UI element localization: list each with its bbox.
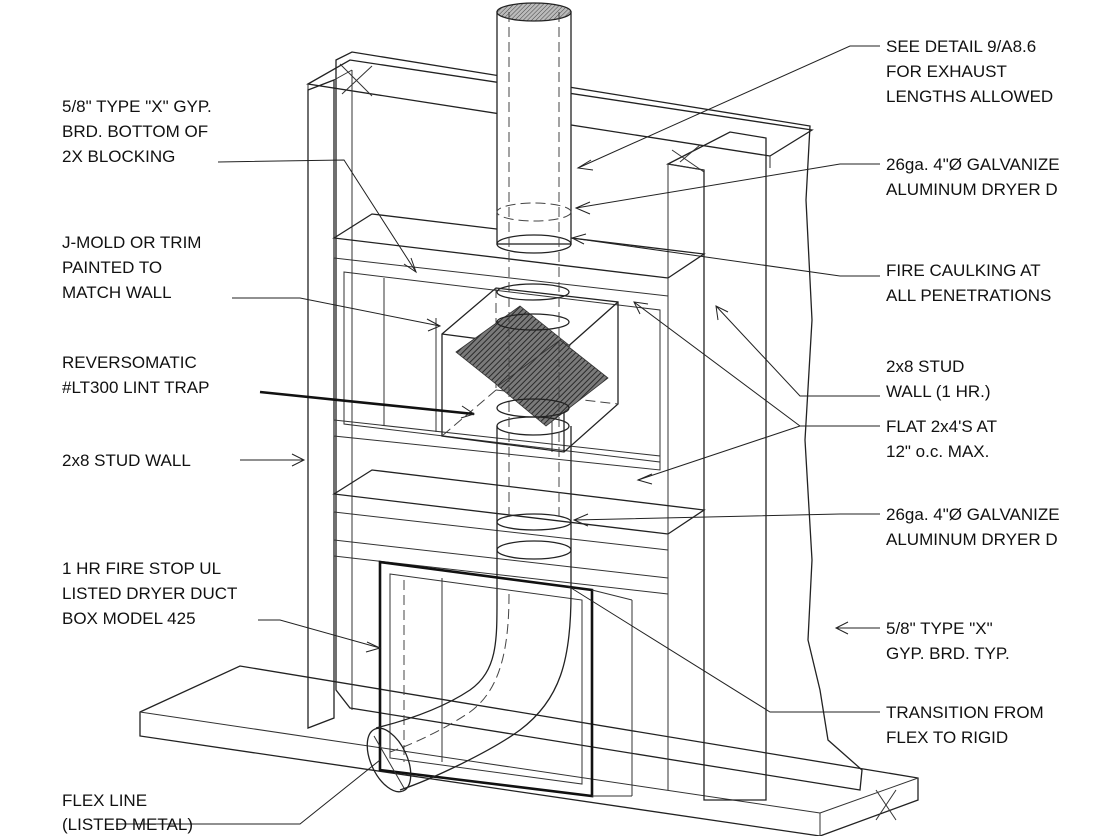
bottom-plate [139,665,919,836]
callout-fire-caulking: FIRE CAULKING AT ALL PENETRATIONS [886,261,1051,305]
lower-blocking [333,539,669,595]
top-plate [306,59,814,168]
exhaust-duct-lower [496,12,572,594]
callout-gyp-typ: 5/8" TYPE "X" GYP. BRD. TYP. [886,619,1010,663]
upper-blocking [332,213,706,297]
left-stud [307,69,353,729]
callout-flex-line: FLEX LINE (LISTED METAL) [62,791,193,834]
callout-duct-lower: 26ga. 4"Ø GALVANIZE ALUMINUM DRYER D [886,505,1064,549]
gypsum-board-back [335,51,863,791]
right-stud [665,131,767,801]
fire-stop-duct-box [378,560,633,798]
callout-stud-wall-right: 2x8 STUD WALL (1 HR.) [886,357,991,401]
exhaust-duct-upper [496,2,572,254]
leader-lines [116,45,880,825]
callout-j-mold: J-MOLD OR TRIM PAINTED TO MATCH WALL [62,233,206,302]
callout-gyp-blocking: 5/8" TYPE "X" GYP. BRD. BOTTOM OF 2X BLO… [62,97,217,166]
callout-transition: TRANSITION FROM FLEX TO RIGID [886,703,1048,747]
flex-elbow [366,593,572,793]
callout-flat-2x4: FLAT 2x4'S AT 12" o.c. MAX. [886,417,1001,461]
flat-blocking-middle [332,419,706,551]
callout-fire-stop-box: 1 HR FIRE STOP UL LISTED DRYER DUCT BOX … [62,559,242,628]
callout-see-detail: SEE DETAIL 9/A8.6 FOR EXHAUST LENGTHS AL… [886,37,1053,106]
callout-stud-wall-left: 2x8 STUD WALL [62,451,191,470]
callout-lint-trap: REVERSOMATIC #LT300 LINT TRAP [62,353,209,397]
callout-duct-upper: 26ga. 4"Ø GALVANIZE ALUMINUM DRYER D [886,155,1064,199]
lint-trap-box [441,283,619,453]
